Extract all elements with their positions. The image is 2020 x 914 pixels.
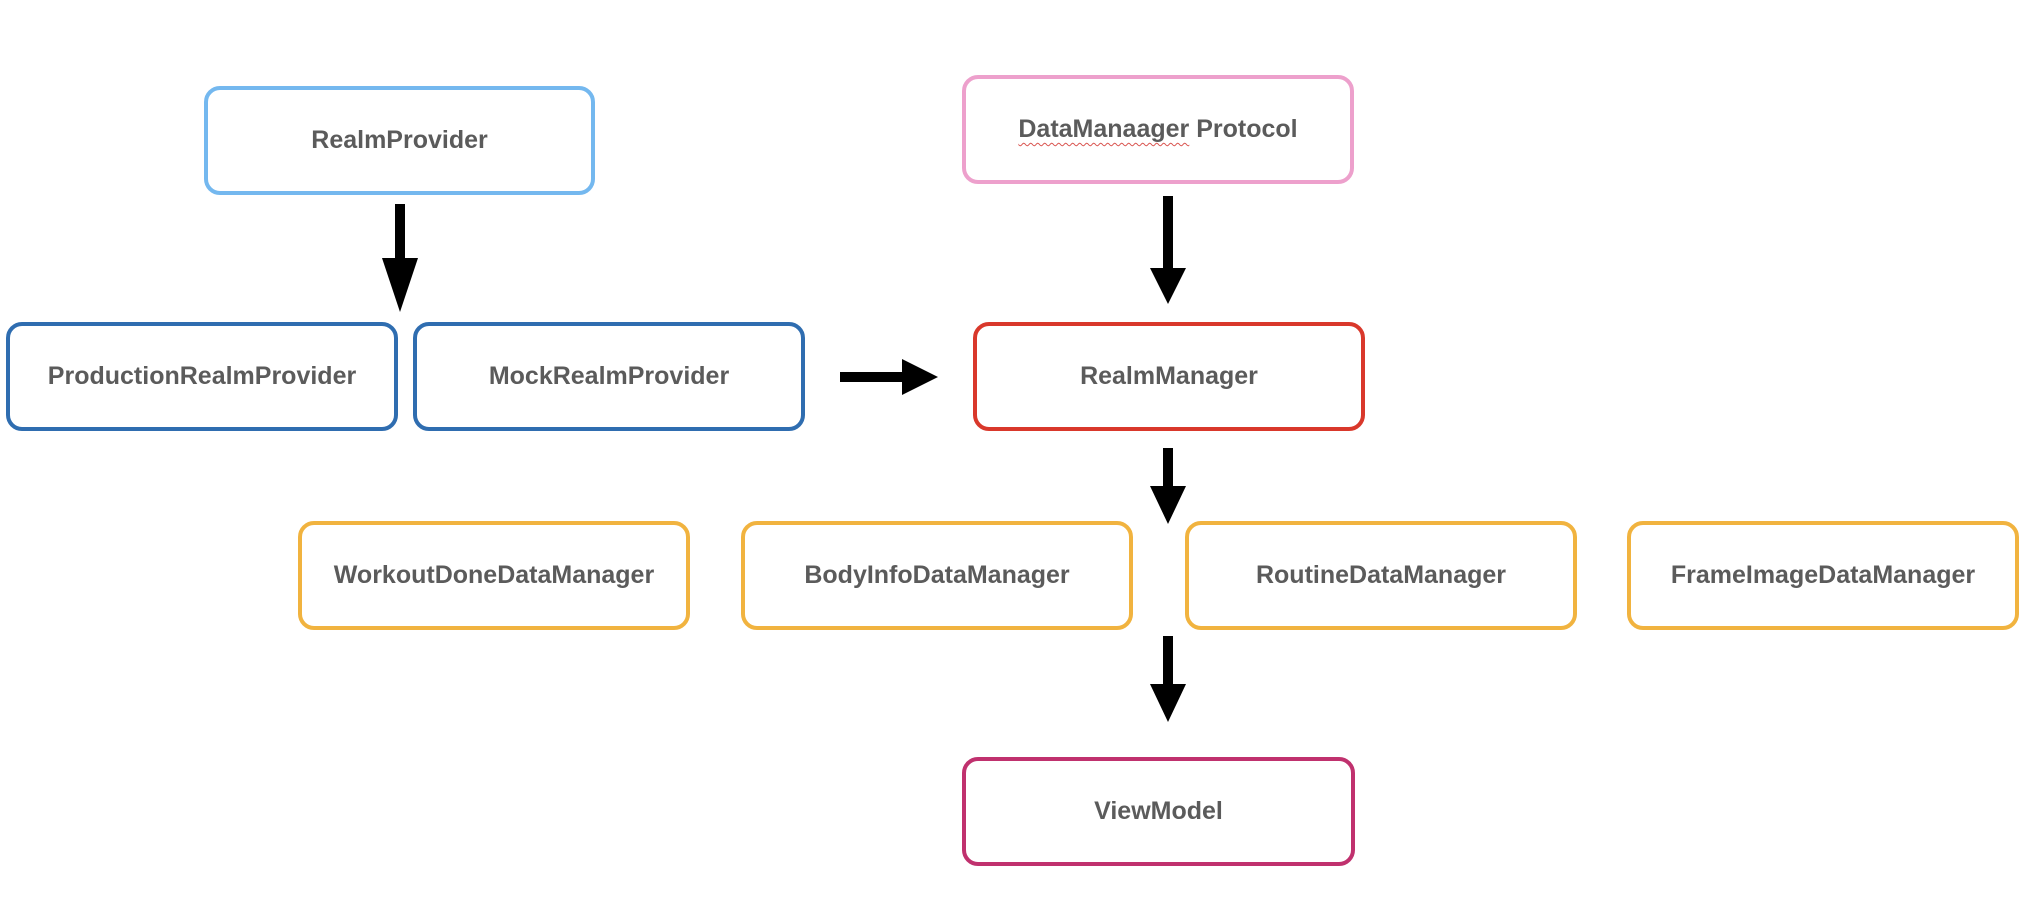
frame-image-data-manager-label: FrameImageDataManager xyxy=(1670,561,1976,589)
workout-done-data-manager-node: WorkoutDoneDataManager xyxy=(298,521,690,630)
mock-realm-provider-label: MockRealmProvider xyxy=(488,362,730,390)
protocol-word: Protocol xyxy=(1189,115,1298,143)
mock-realm-provider-node: MockRealmProvider xyxy=(413,322,805,431)
data-manager-protocol-node: DataManaager Protocol xyxy=(962,75,1354,184)
arrow-protocol-down xyxy=(1150,196,1186,304)
realm-provider-label: RealmProvider xyxy=(311,126,488,154)
routine-data-manager-node: RoutineDataManager xyxy=(1185,521,1577,630)
realm-manager-label: RealmManager xyxy=(1080,362,1258,390)
body-info-data-manager-node: BodyInfoDataManager xyxy=(741,521,1133,630)
production-realm-provider-label: ProductionRealmProvider xyxy=(47,362,357,390)
misspelled-word: DataManaager xyxy=(1018,115,1190,143)
realm-provider-node: RealmProvider xyxy=(204,86,595,195)
realm-manager-node: RealmManager xyxy=(973,322,1365,431)
arrow-mock-to-realm-manager xyxy=(840,359,938,395)
body-info-data-manager-label: BodyInfoDataManager xyxy=(804,561,1070,589)
workout-done-data-manager-label: WorkoutDoneDataManager xyxy=(333,561,655,589)
frame-image-data-manager-node: FrameImageDataManager xyxy=(1627,521,2019,630)
data-manager-protocol-label: DataManaager Protocol xyxy=(1018,115,1297,144)
view-model-node: ViewModel xyxy=(962,757,1355,866)
arrow-realm-manager-down xyxy=(1150,448,1186,524)
arrow-managers-to-view-model xyxy=(1150,636,1186,722)
view-model-label: ViewModel xyxy=(1094,797,1223,825)
routine-data-manager-label: RoutineDataManager xyxy=(1255,561,1507,589)
arrow-realm-provider-down xyxy=(382,204,418,312)
production-realm-provider-node: ProductionRealmProvider xyxy=(6,322,398,431)
